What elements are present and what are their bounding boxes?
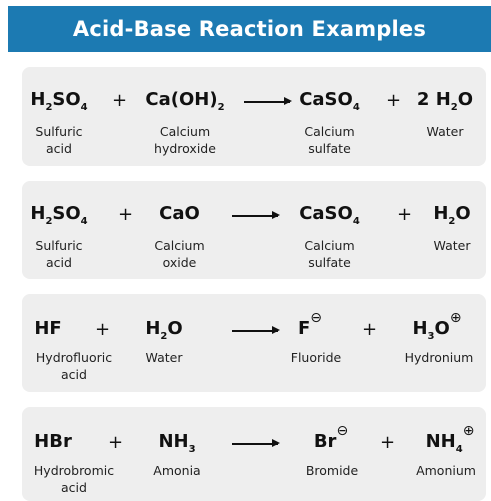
product-formula: H3O⊕: [412, 310, 462, 342]
reactant-formula: CaO: [159, 203, 200, 224]
product-formula: CaSO4: [299, 203, 360, 227]
reactant-formula: H2SO4: [30, 203, 88, 227]
product-formula: Br⊖: [313, 423, 349, 452]
compound-name: Water: [426, 124, 464, 139]
reaction-arrow-icon: [232, 326, 280, 334]
compound-name: Amonium: [416, 463, 476, 478]
plus-sign: +: [95, 319, 111, 340]
reaction-arrow-icon: [232, 211, 280, 219]
reactant-formula: Ca(OH)2: [145, 89, 225, 113]
plus-sign: +: [112, 90, 128, 111]
product-formula: F⊖: [297, 310, 323, 339]
plus-sign: +: [397, 204, 413, 225]
plus-sign: +: [362, 319, 378, 340]
page-title: Acid-Base Reaction Examples: [72, 17, 427, 41]
reactant-formula: H2O: [145, 318, 183, 342]
reactant-formula: HBr: [34, 431, 72, 452]
compound-name: Bromide: [305, 463, 359, 478]
compound-name: Amonia: [153, 463, 201, 478]
reaction-arrow-icon: [244, 97, 292, 105]
product-formula: H2O: [433, 203, 471, 227]
plus-sign: +: [118, 204, 134, 225]
plus-sign: +: [386, 90, 402, 111]
plus-sign: +: [108, 432, 124, 453]
reaction-arrow-icon: [232, 439, 280, 447]
reactant-formula: NH3: [158, 431, 196, 455]
compound-name: Water: [433, 238, 471, 253]
product-formula: NH4⊕: [425, 423, 475, 455]
product-formula: CaSO4: [299, 89, 360, 113]
reactant-formula: HF: [34, 318, 62, 339]
compound-name: Hydronium: [404, 350, 474, 365]
compound-name: Water: [145, 350, 183, 365]
product-formula: 2 H2O: [416, 89, 474, 113]
reactant-formula: H2SO4: [30, 89, 88, 113]
title-banner: Acid-Base Reaction Examples: [8, 6, 491, 52]
plus-sign: +: [380, 432, 396, 453]
compound-name: Fluoride: [290, 350, 342, 365]
